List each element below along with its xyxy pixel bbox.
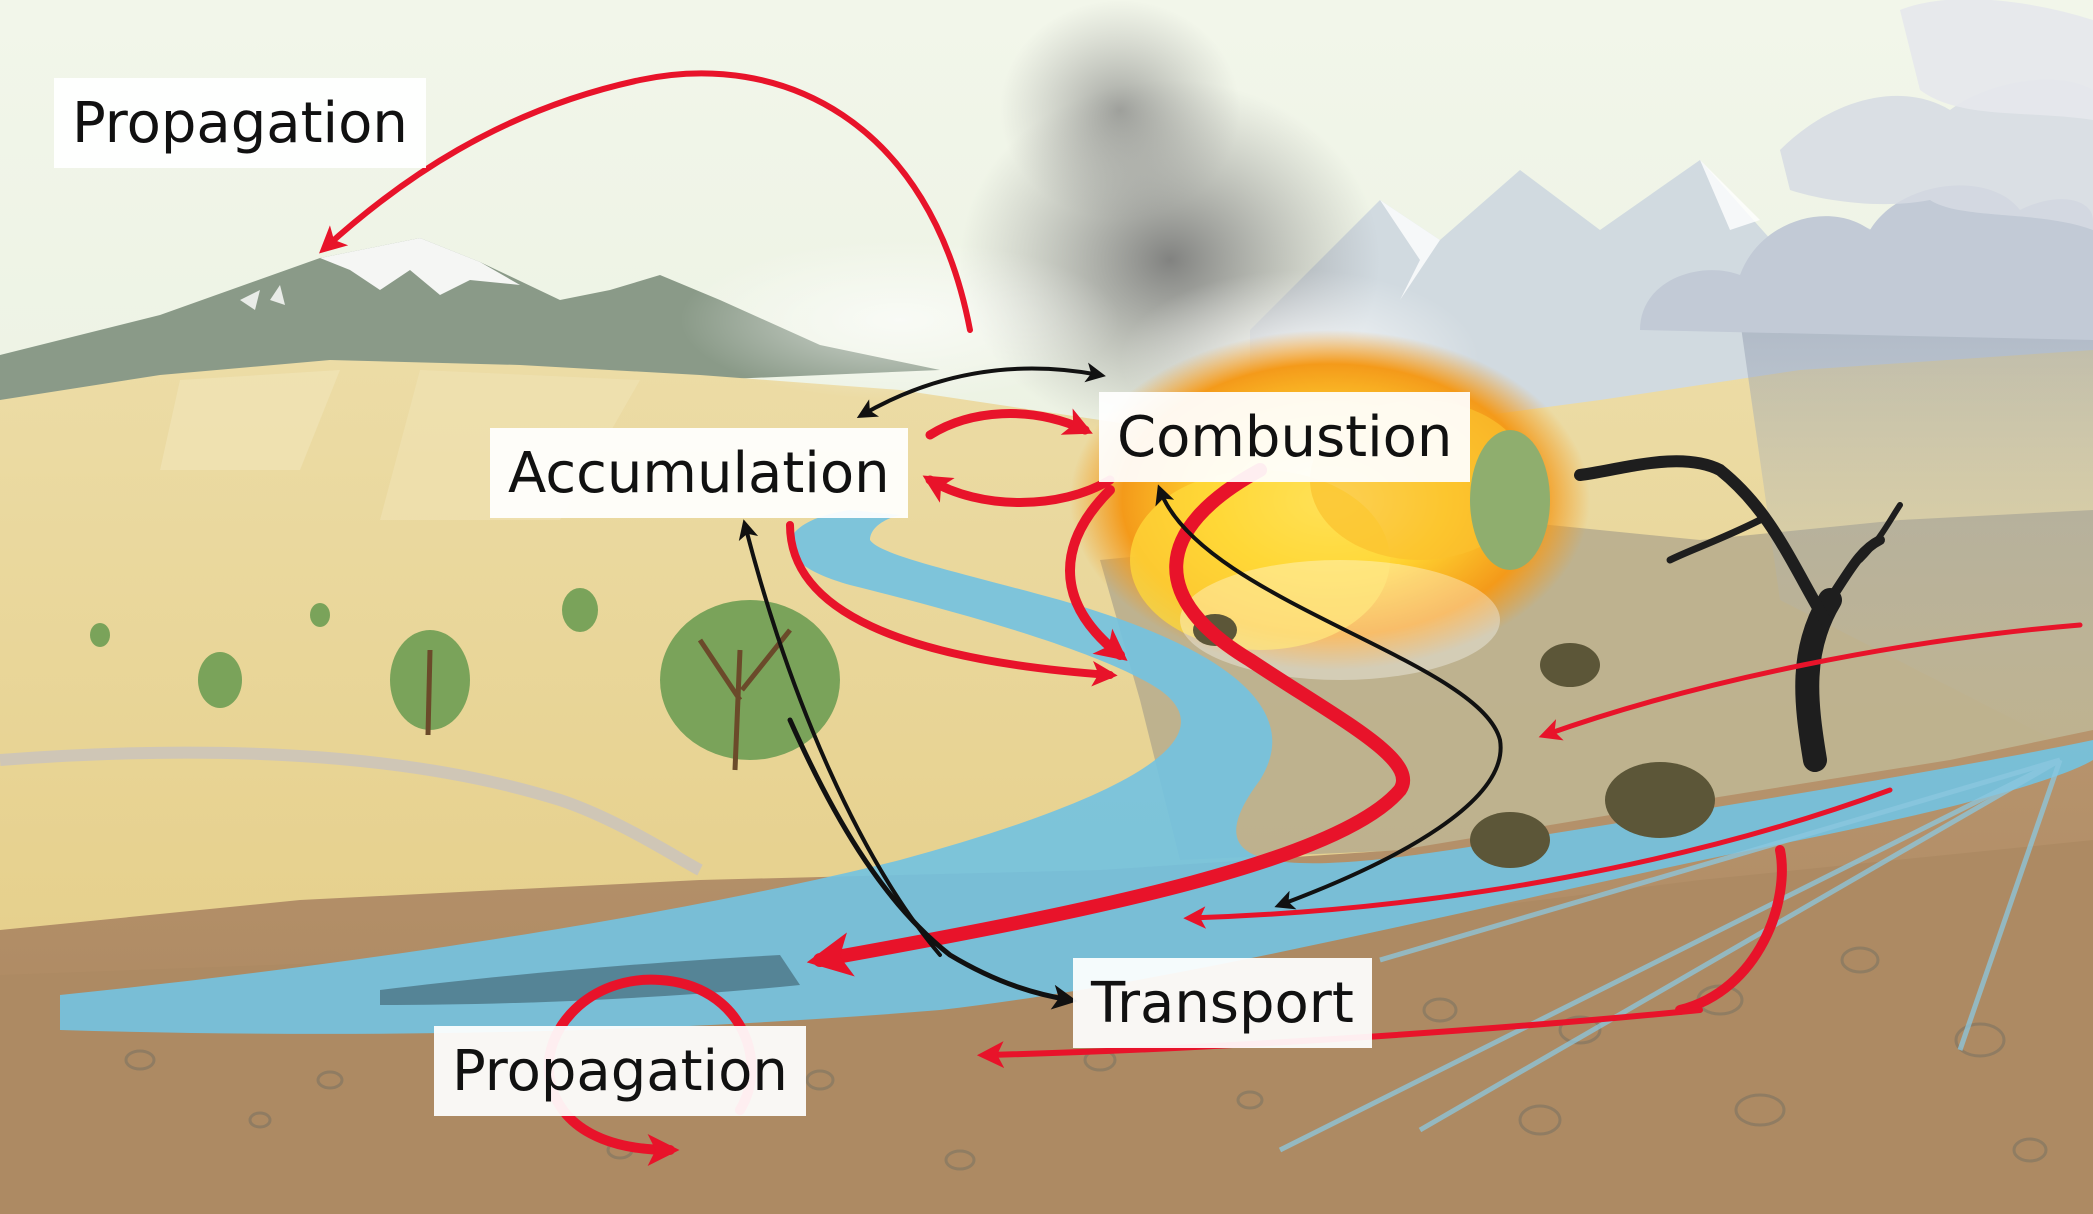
propagation-label-bottom: Propagation	[434, 1026, 806, 1116]
road	[0, 746, 703, 876]
combustion-label: Combustion	[1099, 392, 1471, 482]
mountain-snow	[320, 238, 520, 295]
grass-clumps	[1193, 614, 1715, 868]
accumulation-label: Accumulation	[490, 428, 908, 518]
flow-arrows	[318, 70, 2083, 1166]
runoff-streaks	[1278, 757, 2063, 1153]
arrow-runoff-2	[1675, 845, 1787, 1015]
river	[60, 510, 2093, 1034]
link-fire-to-transport	[1155, 484, 1503, 910]
arrow-to-fire	[1065, 485, 1128, 661]
link-transport-to-accumulation	[738, 519, 942, 957]
arrow-accum-to-river	[786, 521, 1118, 687]
arrow-storm-to-burn	[1538, 622, 2083, 741]
burned-tree	[1574, 455, 1903, 772]
bushes	[90, 430, 1550, 760]
storm-cloud	[1640, 185, 2093, 340]
arrow-to-mountain	[318, 70, 973, 333]
mountain	[0, 238, 940, 410]
link-accumulation-combustion	[856, 362, 1106, 418]
rain-curtain	[1740, 280, 2093, 760]
transport-label: Transport	[1073, 958, 1372, 1048]
propagation-label-top: Propagation	[54, 78, 426, 168]
link-bush-to-transport	[787, 717, 1078, 1010]
arrow-runoff-1	[1183, 787, 1893, 929]
arrow-combustion-to-accumulation	[922, 475, 1115, 507]
